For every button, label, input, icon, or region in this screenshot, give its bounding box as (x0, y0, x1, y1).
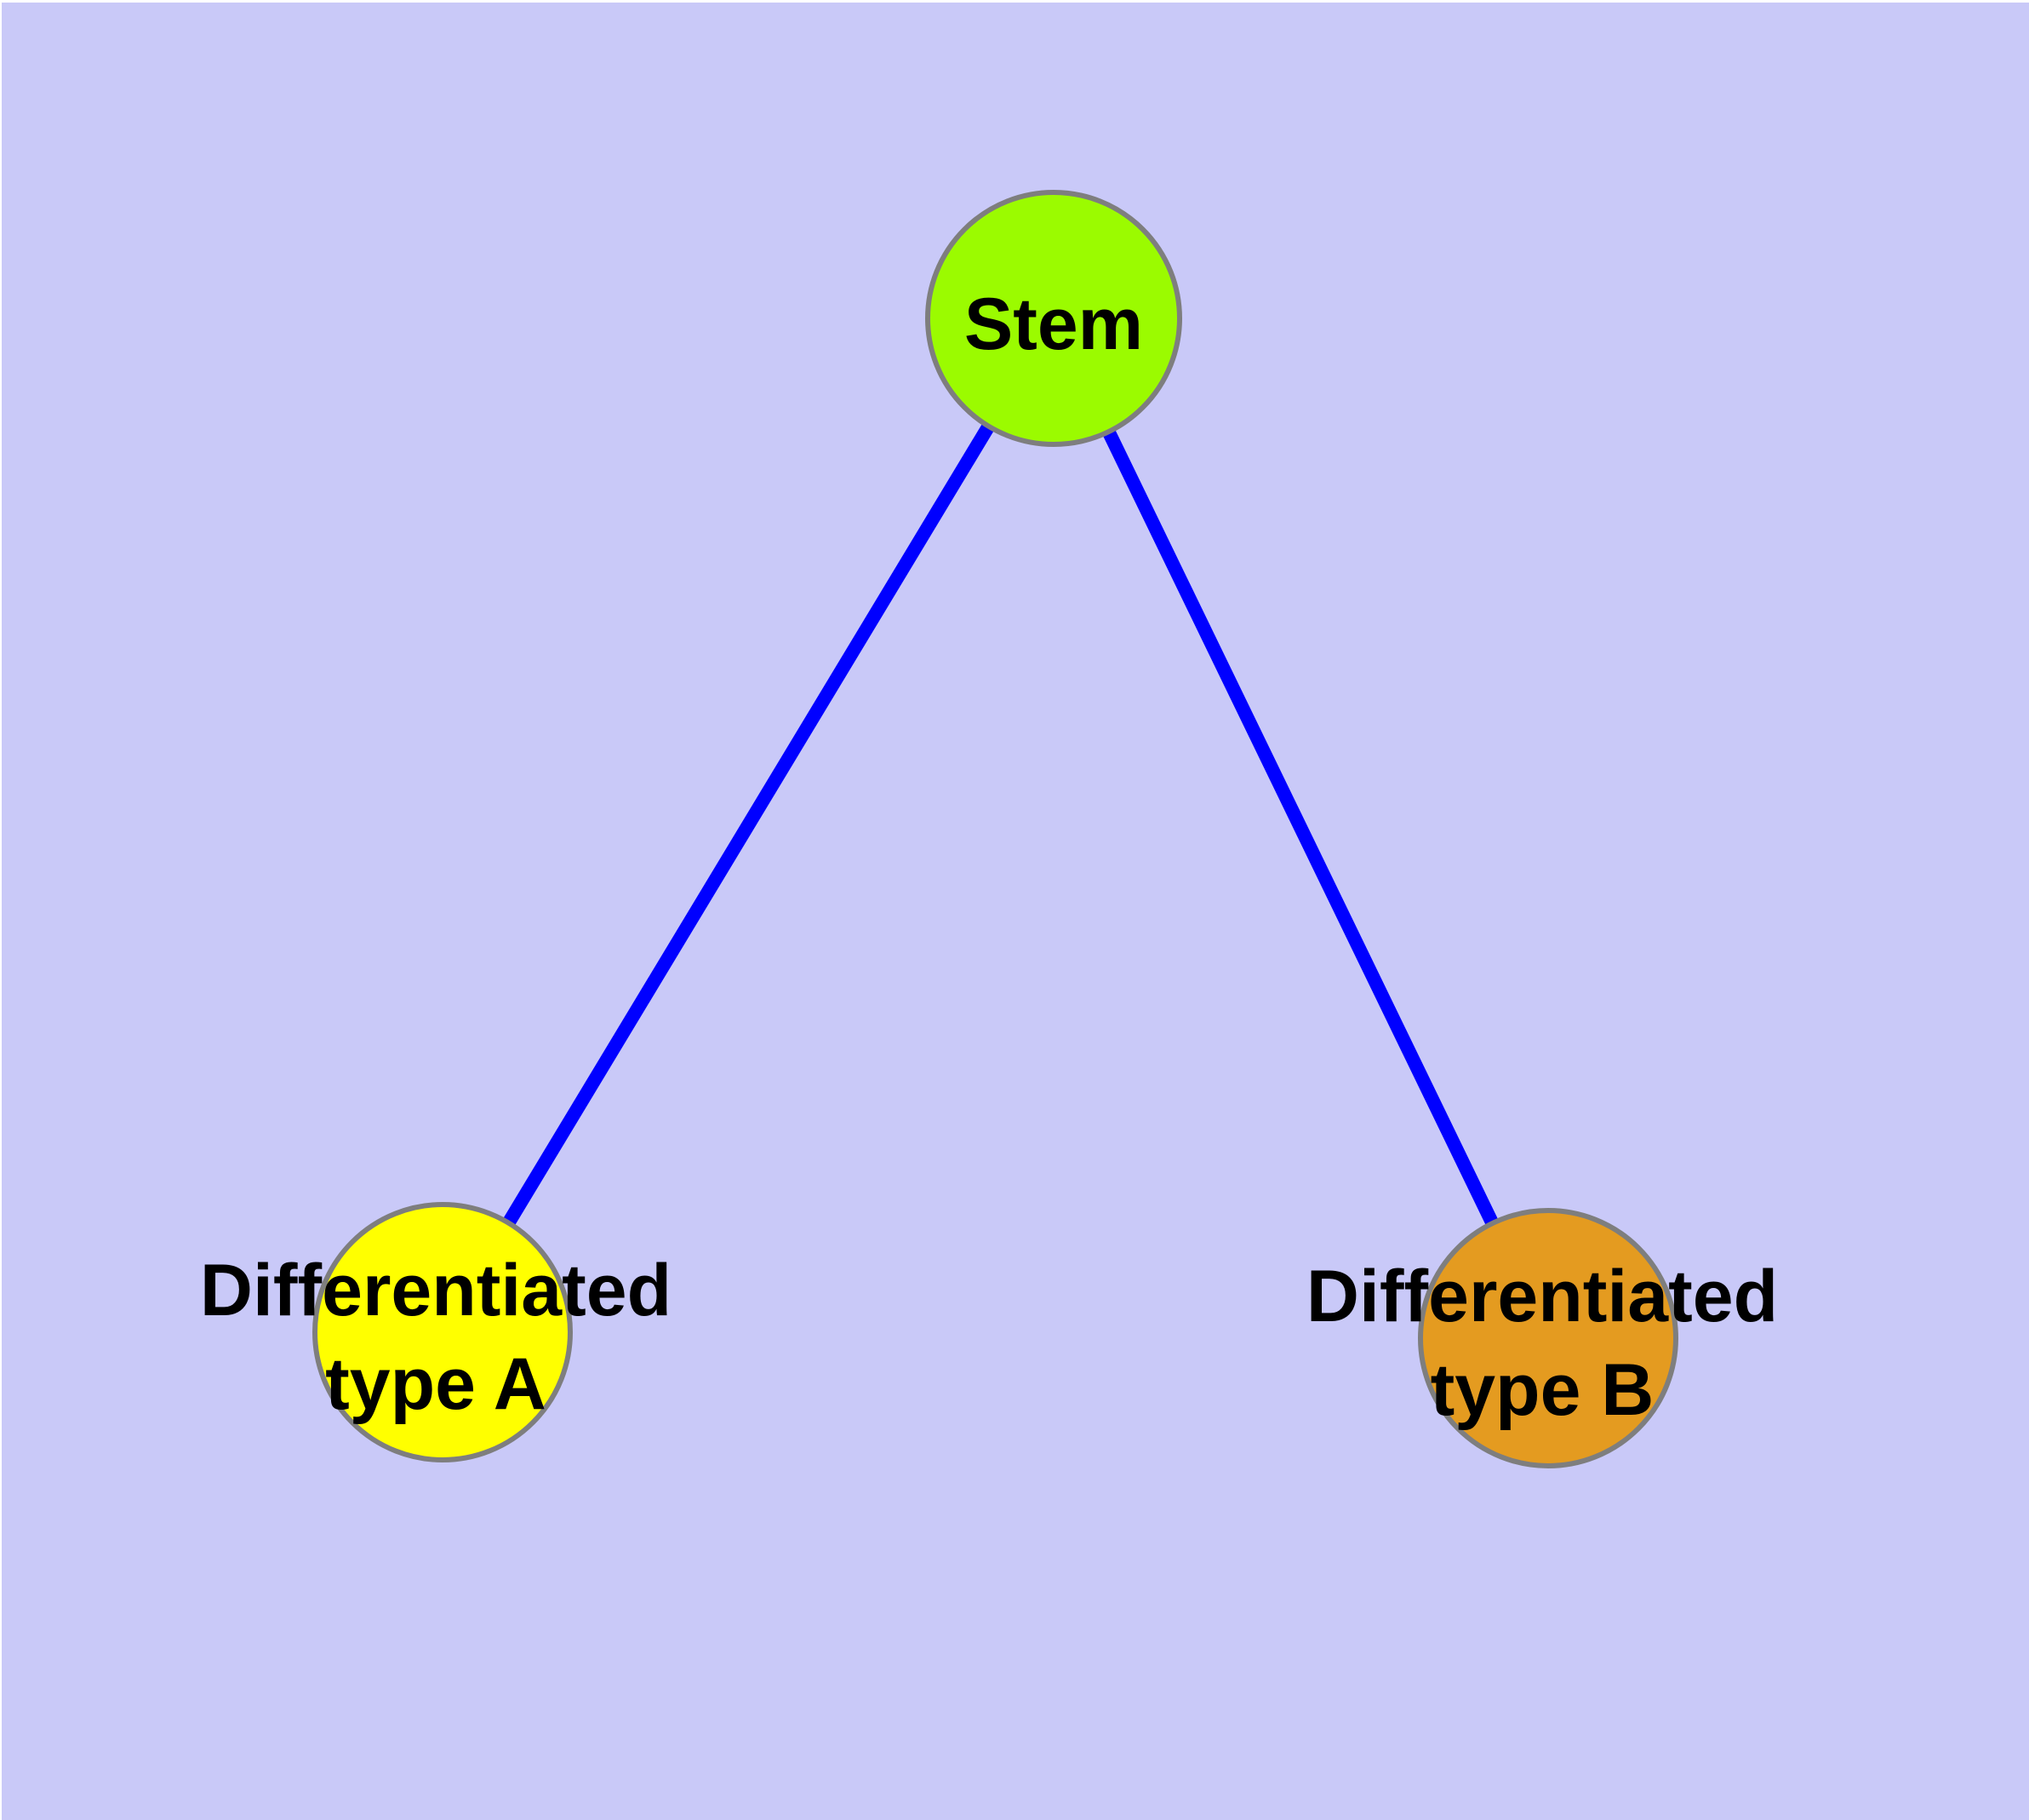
node-differentiated-type-a (312, 1202, 573, 1462)
node-type-b-label-line1: Differentiated (1306, 1256, 1778, 1337)
node-type-a-label-line2: type A (325, 1343, 546, 1425)
node-type-a-label-line1: Differentiated (200, 1250, 672, 1331)
node-stem-label: Stem (964, 283, 1143, 365)
node-type-b-label-line2: type B (1431, 1349, 1655, 1431)
node-stem (925, 190, 1182, 447)
edge-stem-to-type-b (1047, 315, 1555, 1342)
edge-stem-to-type-a (437, 314, 1060, 1336)
node-differentiated-type-b (1418, 1208, 1678, 1468)
